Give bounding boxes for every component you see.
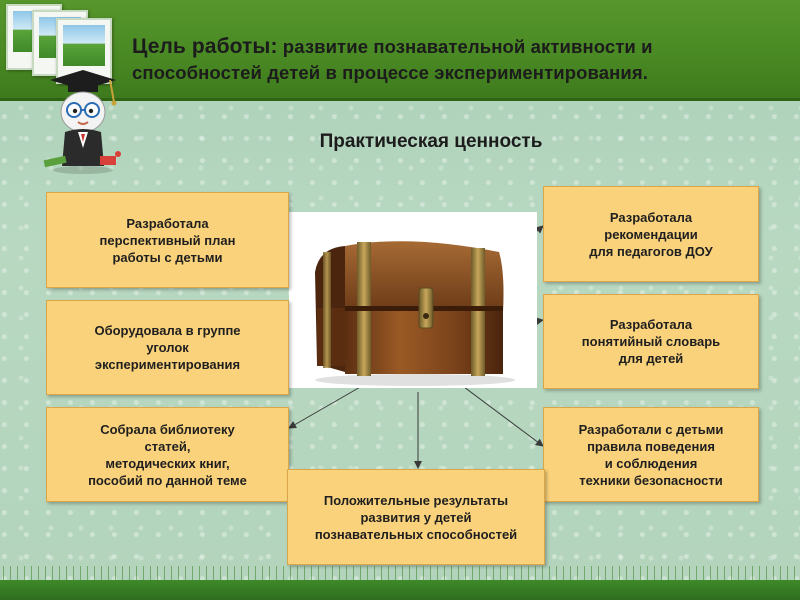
value-box-experiment-corner: Оборудовала в группе уголок эксперименти… <box>46 300 289 395</box>
center-image <box>289 212 537 388</box>
value-box-glossary: Разработала понятийный словарь для детей <box>543 294 759 389</box>
goal-title-line-2: способностей детей в процессе эксперимен… <box>132 62 649 83</box>
arrow-to-right-3 <box>451 377 544 447</box>
value-box-teacher-recommendations: Разработала рекомендации для педагогов Д… <box>543 186 759 282</box>
goal-title-text: развитие познавательной активности и <box>277 36 653 57</box>
value-box-work-plan: Разработала перспективный план работы с … <box>46 192 289 288</box>
goal-title-lead: Цель работы: <box>132 35 278 58</box>
grass-footer <box>0 566 800 600</box>
photo-thumbnails <box>6 0 116 95</box>
header-band: Цель работы: развитие познавательной акт… <box>0 0 800 101</box>
arrow-to-left-3 <box>288 385 363 429</box>
goal-title: Цель работы: развитие познавательной акт… <box>132 35 653 59</box>
value-box-safety-rules: Разработали с детьми правила поведения и… <box>543 407 759 502</box>
value-box-library: Собрала библиотеку статей, методических … <box>46 407 289 502</box>
section-subtitle: Практическая ценность <box>319 131 543 152</box>
graduate-owl-mascot-icon <box>43 70 121 174</box>
treasure-chest-icon <box>315 241 515 386</box>
value-box-positive-results: Положительные результаты развития у дете… <box>287 469 545 565</box>
